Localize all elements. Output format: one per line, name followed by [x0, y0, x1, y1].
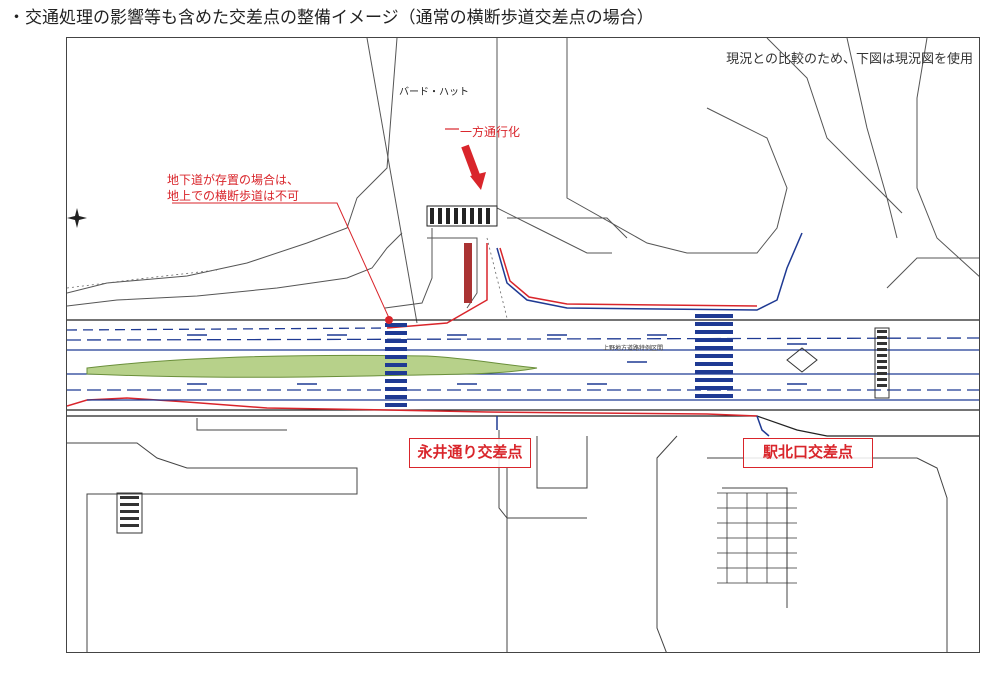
plan-diagram: 現況との比較のため、下図は現況図を使用 バード・ハット 一方通行化 地下道が存置…	[66, 37, 980, 653]
oneway-label: 一方通行化	[460, 125, 521, 139]
underpass-note-line2: 地上での横断歩道は不可	[167, 189, 300, 203]
crosswalk-east	[695, 314, 733, 398]
underpass-note-line1: 地下道が存置の場合は、	[167, 173, 300, 187]
reference-note: 現況との比較のため、下図は現況図を使用	[726, 52, 973, 67]
curb-lines	[67, 232, 803, 437]
compass-north-icon	[67, 208, 87, 228]
crosswalk-west	[385, 323, 407, 407]
road-edges	[67, 319, 979, 437]
intersection-label-nagai: 永井通り交差点	[409, 438, 531, 468]
east-side-hatch	[116, 327, 890, 534]
road-plan-drawing	[67, 38, 979, 652]
road-name-label: 上野地方道路特例区間	[603, 345, 664, 352]
median-strip	[86, 354, 538, 378]
oneway-arrow-icon	[461, 144, 486, 190]
building-label: バード・ハット	[399, 87, 469, 98]
parking-grid	[717, 492, 797, 584]
page-title: ・交通処理の影響等も含めた交差点の整備イメージ（通常の横断歩道交差点の場合）	[8, 8, 654, 28]
road-marking-diamond	[786, 347, 818, 373]
property-lines	[67, 237, 508, 319]
underpass-note: 地下道が存置の場合は、 地上での横断歩道は不可	[167, 172, 299, 204]
lane-arrows	[187, 334, 807, 385]
underpass-marker	[385, 316, 393, 324]
underpass-leader-line	[172, 202, 390, 319]
north-crosswalk-hatch	[426, 205, 498, 303]
building-outlines	[67, 38, 979, 324]
intersection-label-station-north: 駅北口交差点	[743, 438, 873, 468]
